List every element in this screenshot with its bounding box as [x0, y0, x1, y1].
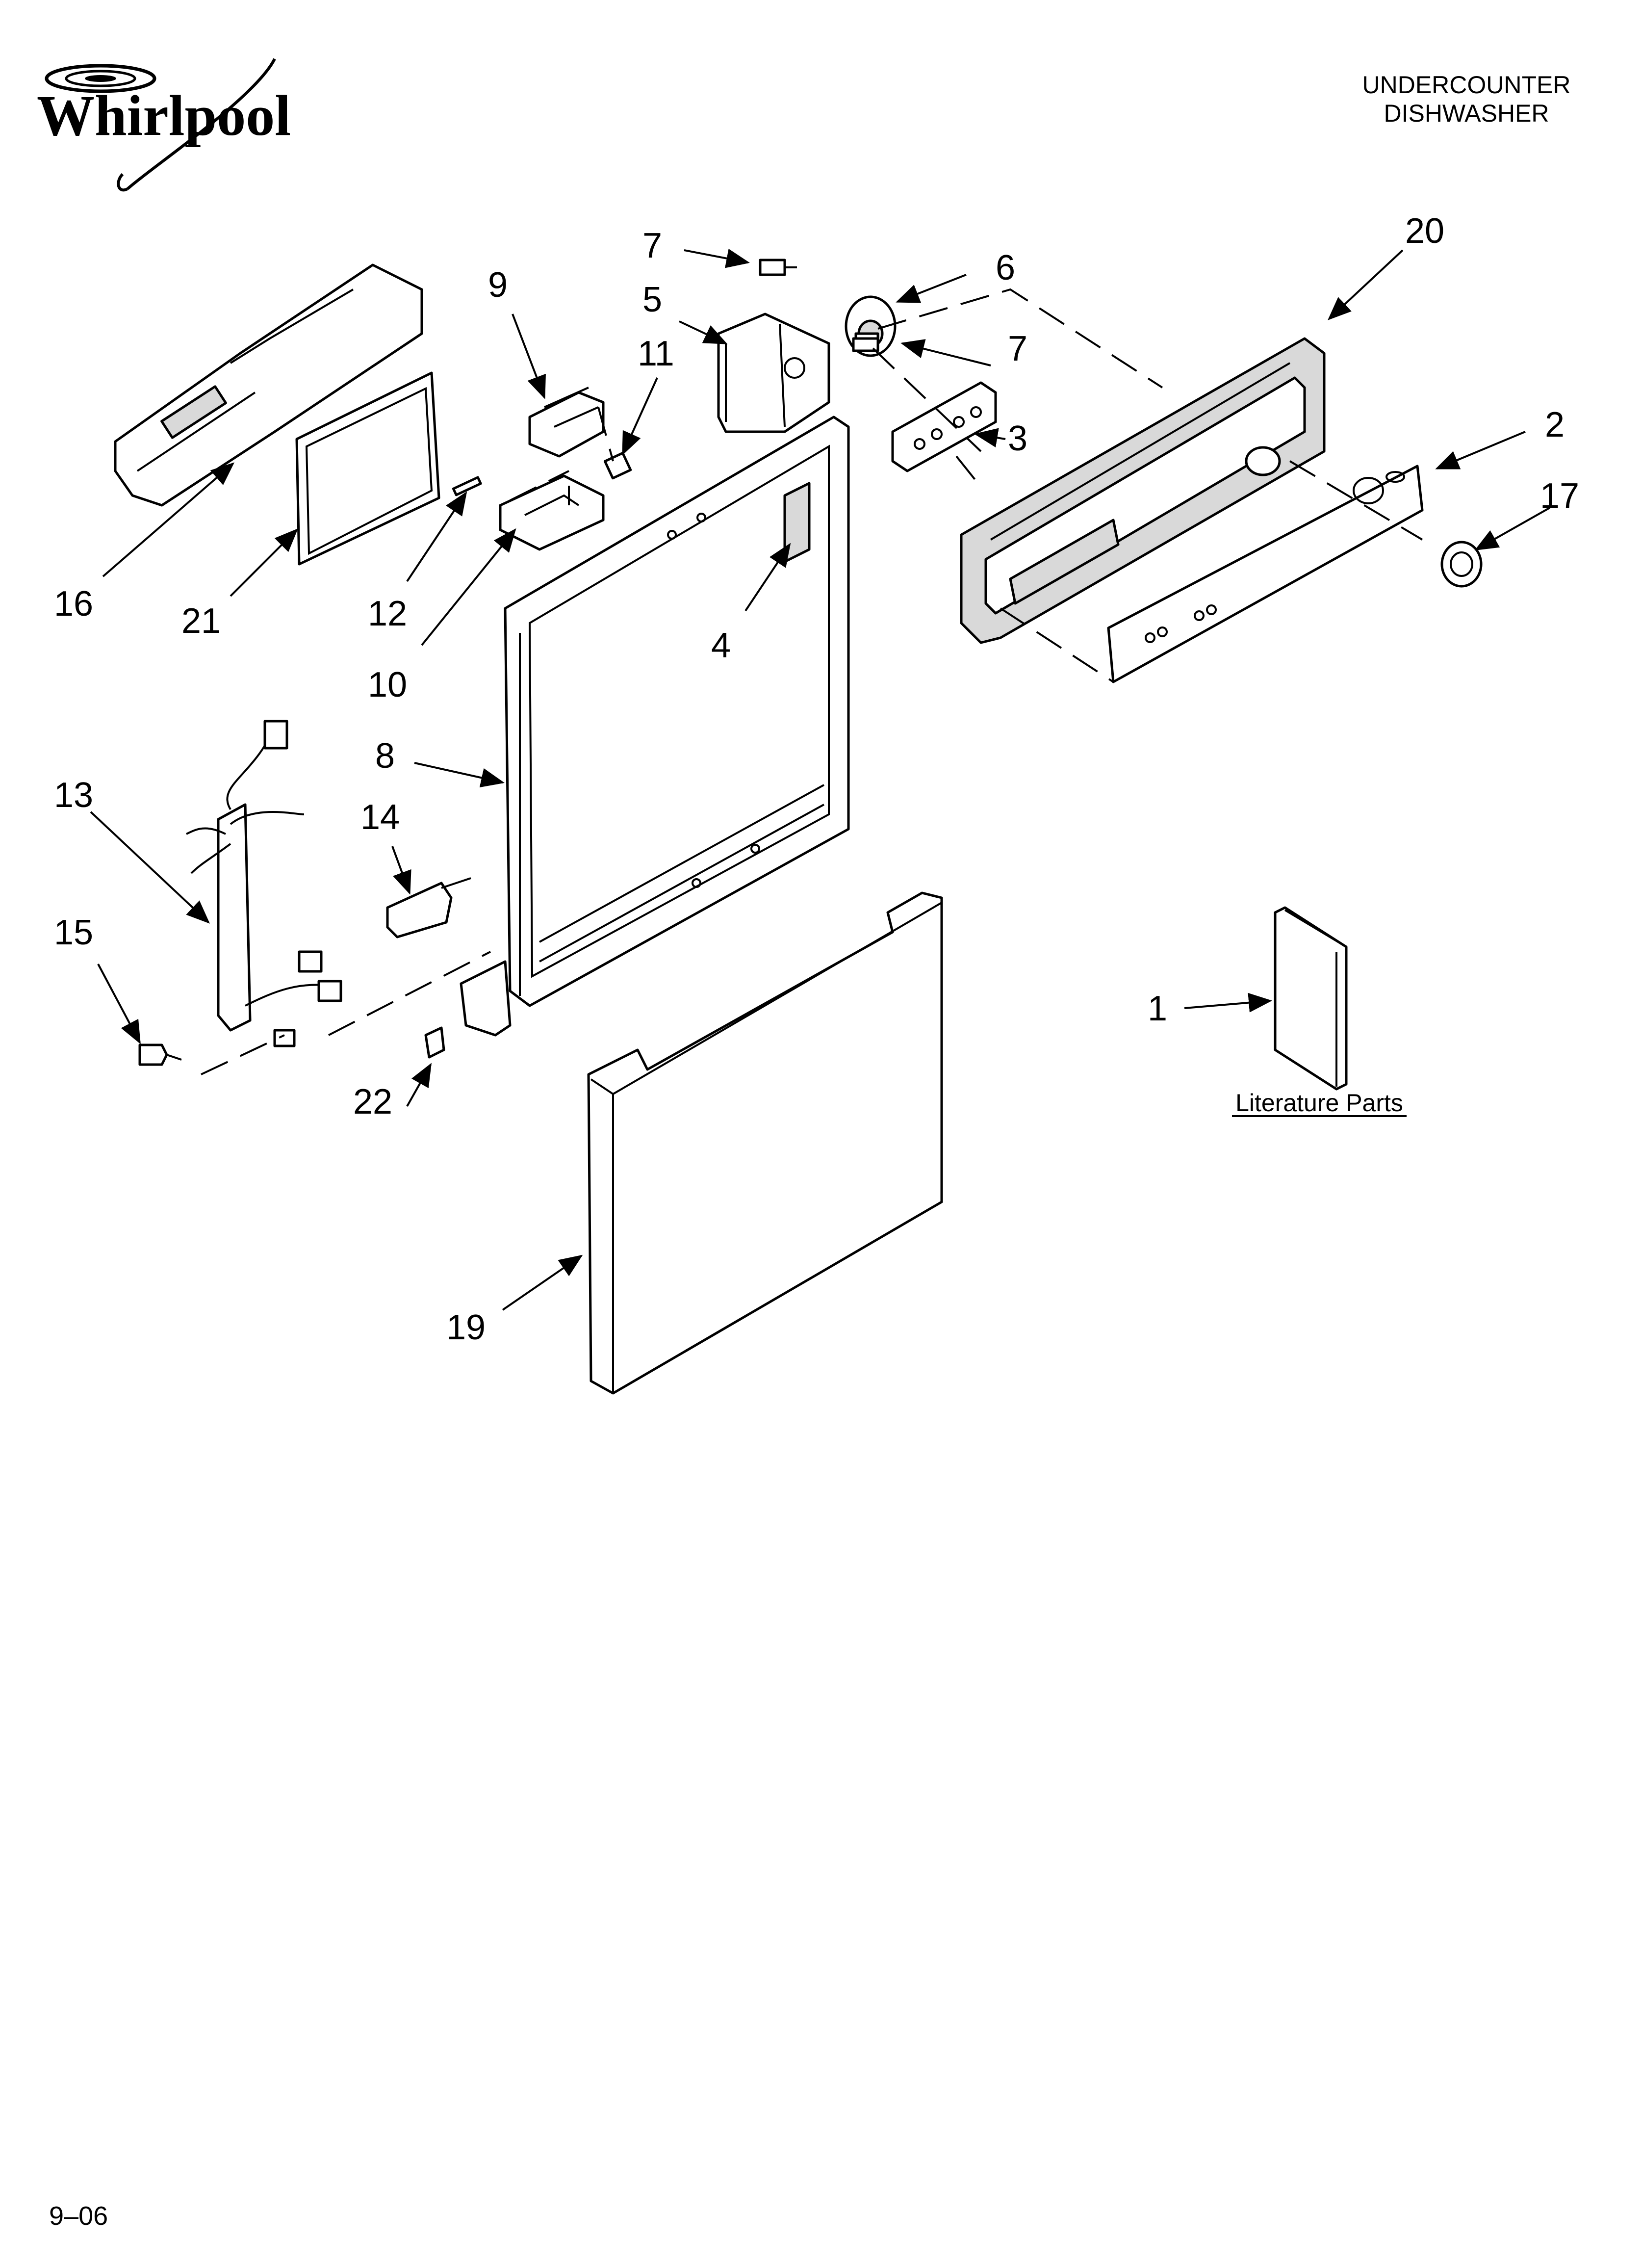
callout-14: 14 [360, 798, 400, 837]
header-line-2: DISHWASHER [1384, 100, 1549, 127]
whirlpool-logo: Whirlpool [37, 58, 291, 192]
callout-2: 2 [1545, 405, 1565, 444]
literature-parts-label: Literature Parts [1235, 1089, 1403, 1117]
callout-20: 20 [1405, 211, 1444, 251]
part-5-switch [717, 313, 830, 433]
callout-22: 22 [353, 1082, 392, 1121]
callout-leaders [90, 249, 1550, 1311]
callout-6: 6 [996, 248, 1015, 287]
callout-13: 13 [54, 776, 93, 815]
part-9-bracket [528, 387, 605, 458]
part-2-overlay [1107, 465, 1424, 683]
part-16-vent [114, 263, 423, 507]
callout-10: 10 [368, 665, 407, 704]
footer-code: 9–06 [49, 2201, 108, 2231]
part-10-latch-housing [499, 474, 605, 551]
part-3-buttons [891, 381, 997, 472]
callout-11: 11 [638, 334, 674, 373]
part-21-gasket [295, 371, 440, 566]
part-15-screw [138, 1043, 182, 1066]
callout-1: 1 [1148, 989, 1167, 1028]
callout-19: 19 [446, 1308, 486, 1347]
callout-17: 17 [1540, 476, 1579, 516]
brand-name: Whirlpool [37, 83, 291, 148]
callout-21: 21 [181, 601, 221, 641]
part-8-door-frame [460, 416, 850, 1037]
part-7-screw-top [759, 259, 797, 276]
part-20-console [960, 337, 1326, 644]
callout-15: 15 [54, 913, 93, 952]
part-12-strip [452, 476, 482, 496]
part-7-screw-left [852, 337, 879, 352]
part-14-sensor [386, 877, 471, 938]
part-17-knob [1440, 541, 1483, 588]
callout-12: 12 [368, 594, 407, 633]
callout-5: 5 [642, 280, 662, 319]
part-22-clip [424, 1026, 445, 1059]
callout-7-top: 7 [642, 226, 662, 265]
callout-8: 8 [375, 736, 395, 776]
callout-4: 4 [711, 626, 731, 665]
callout-9: 9 [488, 265, 508, 305]
header-line-1: UNDERCOUNTER [1362, 71, 1571, 99]
assembly-guides [201, 288, 1423, 1075]
part-11-clip [603, 451, 632, 480]
part-13-wire-harness [186, 720, 342, 1047]
part-1-literature [1274, 906, 1348, 1091]
part-19-door-panel [587, 891, 943, 1395]
callout-7-right: 7 [1008, 329, 1027, 368]
callout-16: 16 [54, 584, 93, 624]
callout-3: 3 [1008, 419, 1027, 458]
